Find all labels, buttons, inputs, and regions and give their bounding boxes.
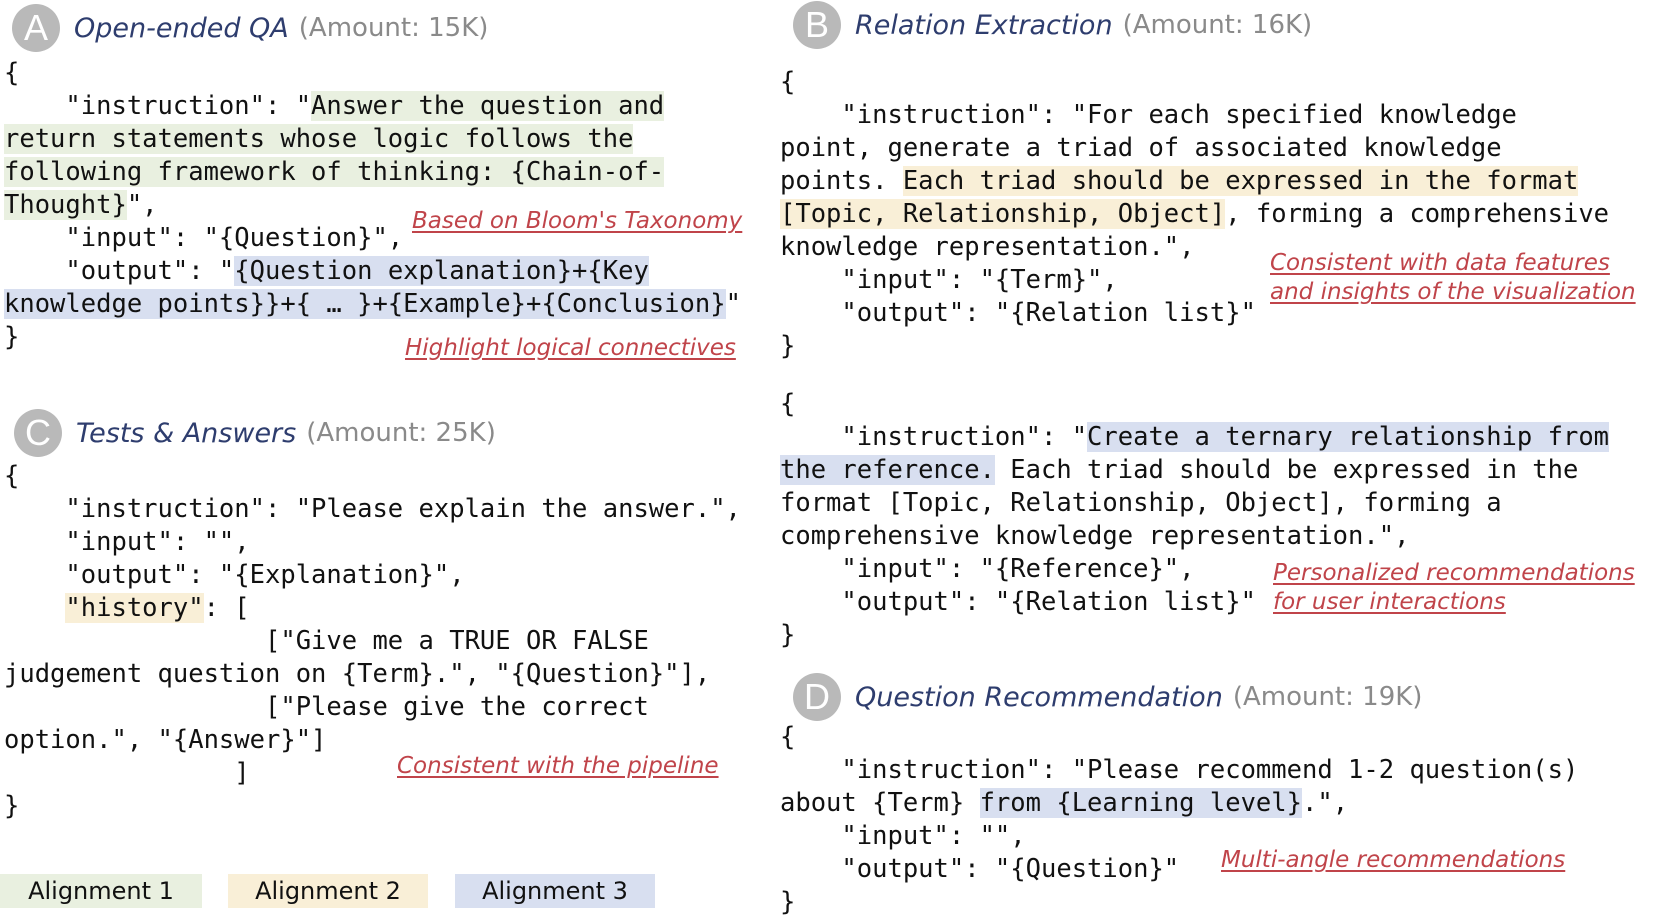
code-line: "input": "{Term}", [780, 265, 1118, 295]
note-multi-angle: Multi-angle recommendations [1221, 847, 1566, 873]
code-line: knowledge representation.", [780, 232, 1195, 262]
alignment-3-highlight: the reference. [780, 455, 995, 485]
panel-a-amount: (Amount: 15K) [298, 13, 489, 43]
panel-a-badge: A [12, 4, 60, 52]
code-line: "instruction": "For each specified knowl… [780, 100, 1517, 130]
code-line: .", [1302, 788, 1349, 818]
alignment-1-highlight: Answer the question and [311, 91, 665, 121]
code-line: , forming a comprehensive [1225, 199, 1610, 229]
alignment-3-highlight: from {Learning level} [979, 788, 1302, 818]
alignment-1-highlight: Thought} [4, 190, 127, 220]
alignment-2-highlight: Each triad should be expressed in the fo… [902, 166, 1579, 196]
panel-b-header: B Relation Extraction (Amount: 16K) [793, 1, 1312, 49]
code-line: } [780, 887, 796, 917]
panel-b-code-2: { "instruction": "Create a ternary relat… [780, 388, 1610, 652]
code-line: } [780, 620, 796, 650]
code-line: "instruction": "Please recommend 1-2 que… [780, 755, 1579, 785]
legend-alignment-3: Alignment 3 [455, 874, 655, 908]
panel-c-header: C Tests & Answers (Amount: 25K) [14, 409, 496, 457]
code-line: "instruction": "Please explain the answe… [4, 494, 741, 524]
code-line: { [4, 461, 20, 491]
alignment-2-highlight: "history" [65, 593, 204, 623]
code-line: ] [4, 758, 250, 788]
note-line: Consistent with data features [1270, 250, 1610, 276]
alignment-3-highlight: knowledge points}}+{ … }+{Example}+{Conc… [4, 289, 726, 319]
code-line: " [725, 289, 741, 319]
code-line: ["Give me a TRUE OR FALSE [4, 626, 649, 656]
panel-a-title: Open-ended QA [74, 12, 289, 44]
panel-d-title: Question Recommendation [855, 681, 1223, 713]
panel-c-title: Tests & Answers [76, 417, 297, 449]
code-line [4, 593, 65, 623]
code-line: about {Term} [780, 788, 980, 818]
note-personalized-recommendations: Personalized recommendations for user in… [1273, 559, 1635, 617]
code-line: { [780, 389, 796, 419]
panel-b-code-1: { "instruction": "For each specified kno… [780, 66, 1609, 363]
code-line: ["Please give the correct [4, 692, 649, 722]
panel-b-amount: (Amount: 16K) [1122, 10, 1313, 40]
panel-b-badge: B [793, 1, 841, 49]
panel-c-amount: (Amount: 25K) [306, 418, 496, 448]
note-line: and insights of the visualization [1270, 279, 1636, 305]
code-line: "input": "{Reference}", [780, 554, 1195, 584]
code-line: ", [126, 190, 158, 220]
code-line: point, generate a triad of associated kn… [780, 133, 1502, 163]
code-line: option.", "{Answer}"] [4, 725, 327, 755]
code-line: : [ [203, 593, 250, 623]
legend-alignment-2: Alignment 2 [228, 874, 428, 908]
panel-c-code: { "instruction": "Please explain the ans… [4, 460, 741, 823]
panel-d-code: { "instruction": "Please recommend 1-2 q… [780, 721, 1578, 919]
alignment-3-highlight: {Question explanation}+{Key [234, 256, 649, 286]
code-line: comprehensive knowledge representation."… [780, 521, 1410, 551]
code-line: } [4, 791, 20, 821]
alignment-1-highlight: following framework of thinking: {Chain-… [4, 157, 665, 187]
panel-a-code: { "instruction": "Answer the question an… [4, 57, 741, 354]
code-line: "input": "", [780, 821, 1026, 851]
code-line: Each triad should be expressed in the [994, 455, 1579, 485]
panel-b-title: Relation Extraction [855, 9, 1113, 41]
panel-a-header: A Open-ended QA (Amount: 15K) [12, 4, 488, 52]
code-line: { [780, 722, 796, 752]
code-line: format [Topic, Relationship, Object], fo… [780, 488, 1502, 518]
note-logical-connectives: Highlight logical connectives [405, 335, 736, 361]
code-line: "output": " [4, 256, 235, 286]
note-consistent-pipeline: Consistent with the pipeline [397, 753, 719, 779]
panel-c-badge: C [14, 409, 62, 457]
code-line: judgement question on {Term}.", "{Questi… [4, 659, 711, 689]
code-line: "output": "{Explanation}", [4, 560, 465, 590]
alignment-2-highlight: [Topic, Relationship, Object] [780, 199, 1226, 229]
code-line: } [780, 331, 796, 361]
code-line: "instruction": " [4, 91, 312, 121]
note-data-features: Consistent with data features and insigh… [1270, 249, 1636, 307]
code-line: "input": "", [4, 527, 250, 557]
code-line: } [4, 322, 20, 352]
legend-alignment-1: Alignment 1 [0, 874, 202, 908]
code-line: "instruction": " [780, 422, 1088, 452]
panel-d-badge: D [793, 673, 841, 721]
panel-d-amount: (Amount: 19K) [1232, 682, 1423, 712]
note-line: for user interactions [1273, 589, 1506, 615]
code-line: { [4, 58, 20, 88]
alignment-3-highlight: Create a ternary relationship from [1087, 422, 1610, 452]
code-line: { [780, 67, 796, 97]
code-line: "output": "{Question}" [780, 854, 1180, 884]
panel-d-header: D Question Recommendation (Amount: 19K) [793, 673, 1422, 721]
code-line: "input": "{Question}", [4, 223, 404, 253]
code-line: "output": "{Relation list}" [780, 587, 1256, 617]
code-line: points. [780, 166, 903, 196]
alignment-1-highlight: return statements whose logic follows th… [4, 124, 634, 154]
code-line: "output": "{Relation list}" [780, 298, 1256, 328]
note-blooms-taxonomy: Based on Bloom's Taxonomy [412, 208, 743, 234]
note-line: Personalized recommendations [1273, 560, 1635, 586]
